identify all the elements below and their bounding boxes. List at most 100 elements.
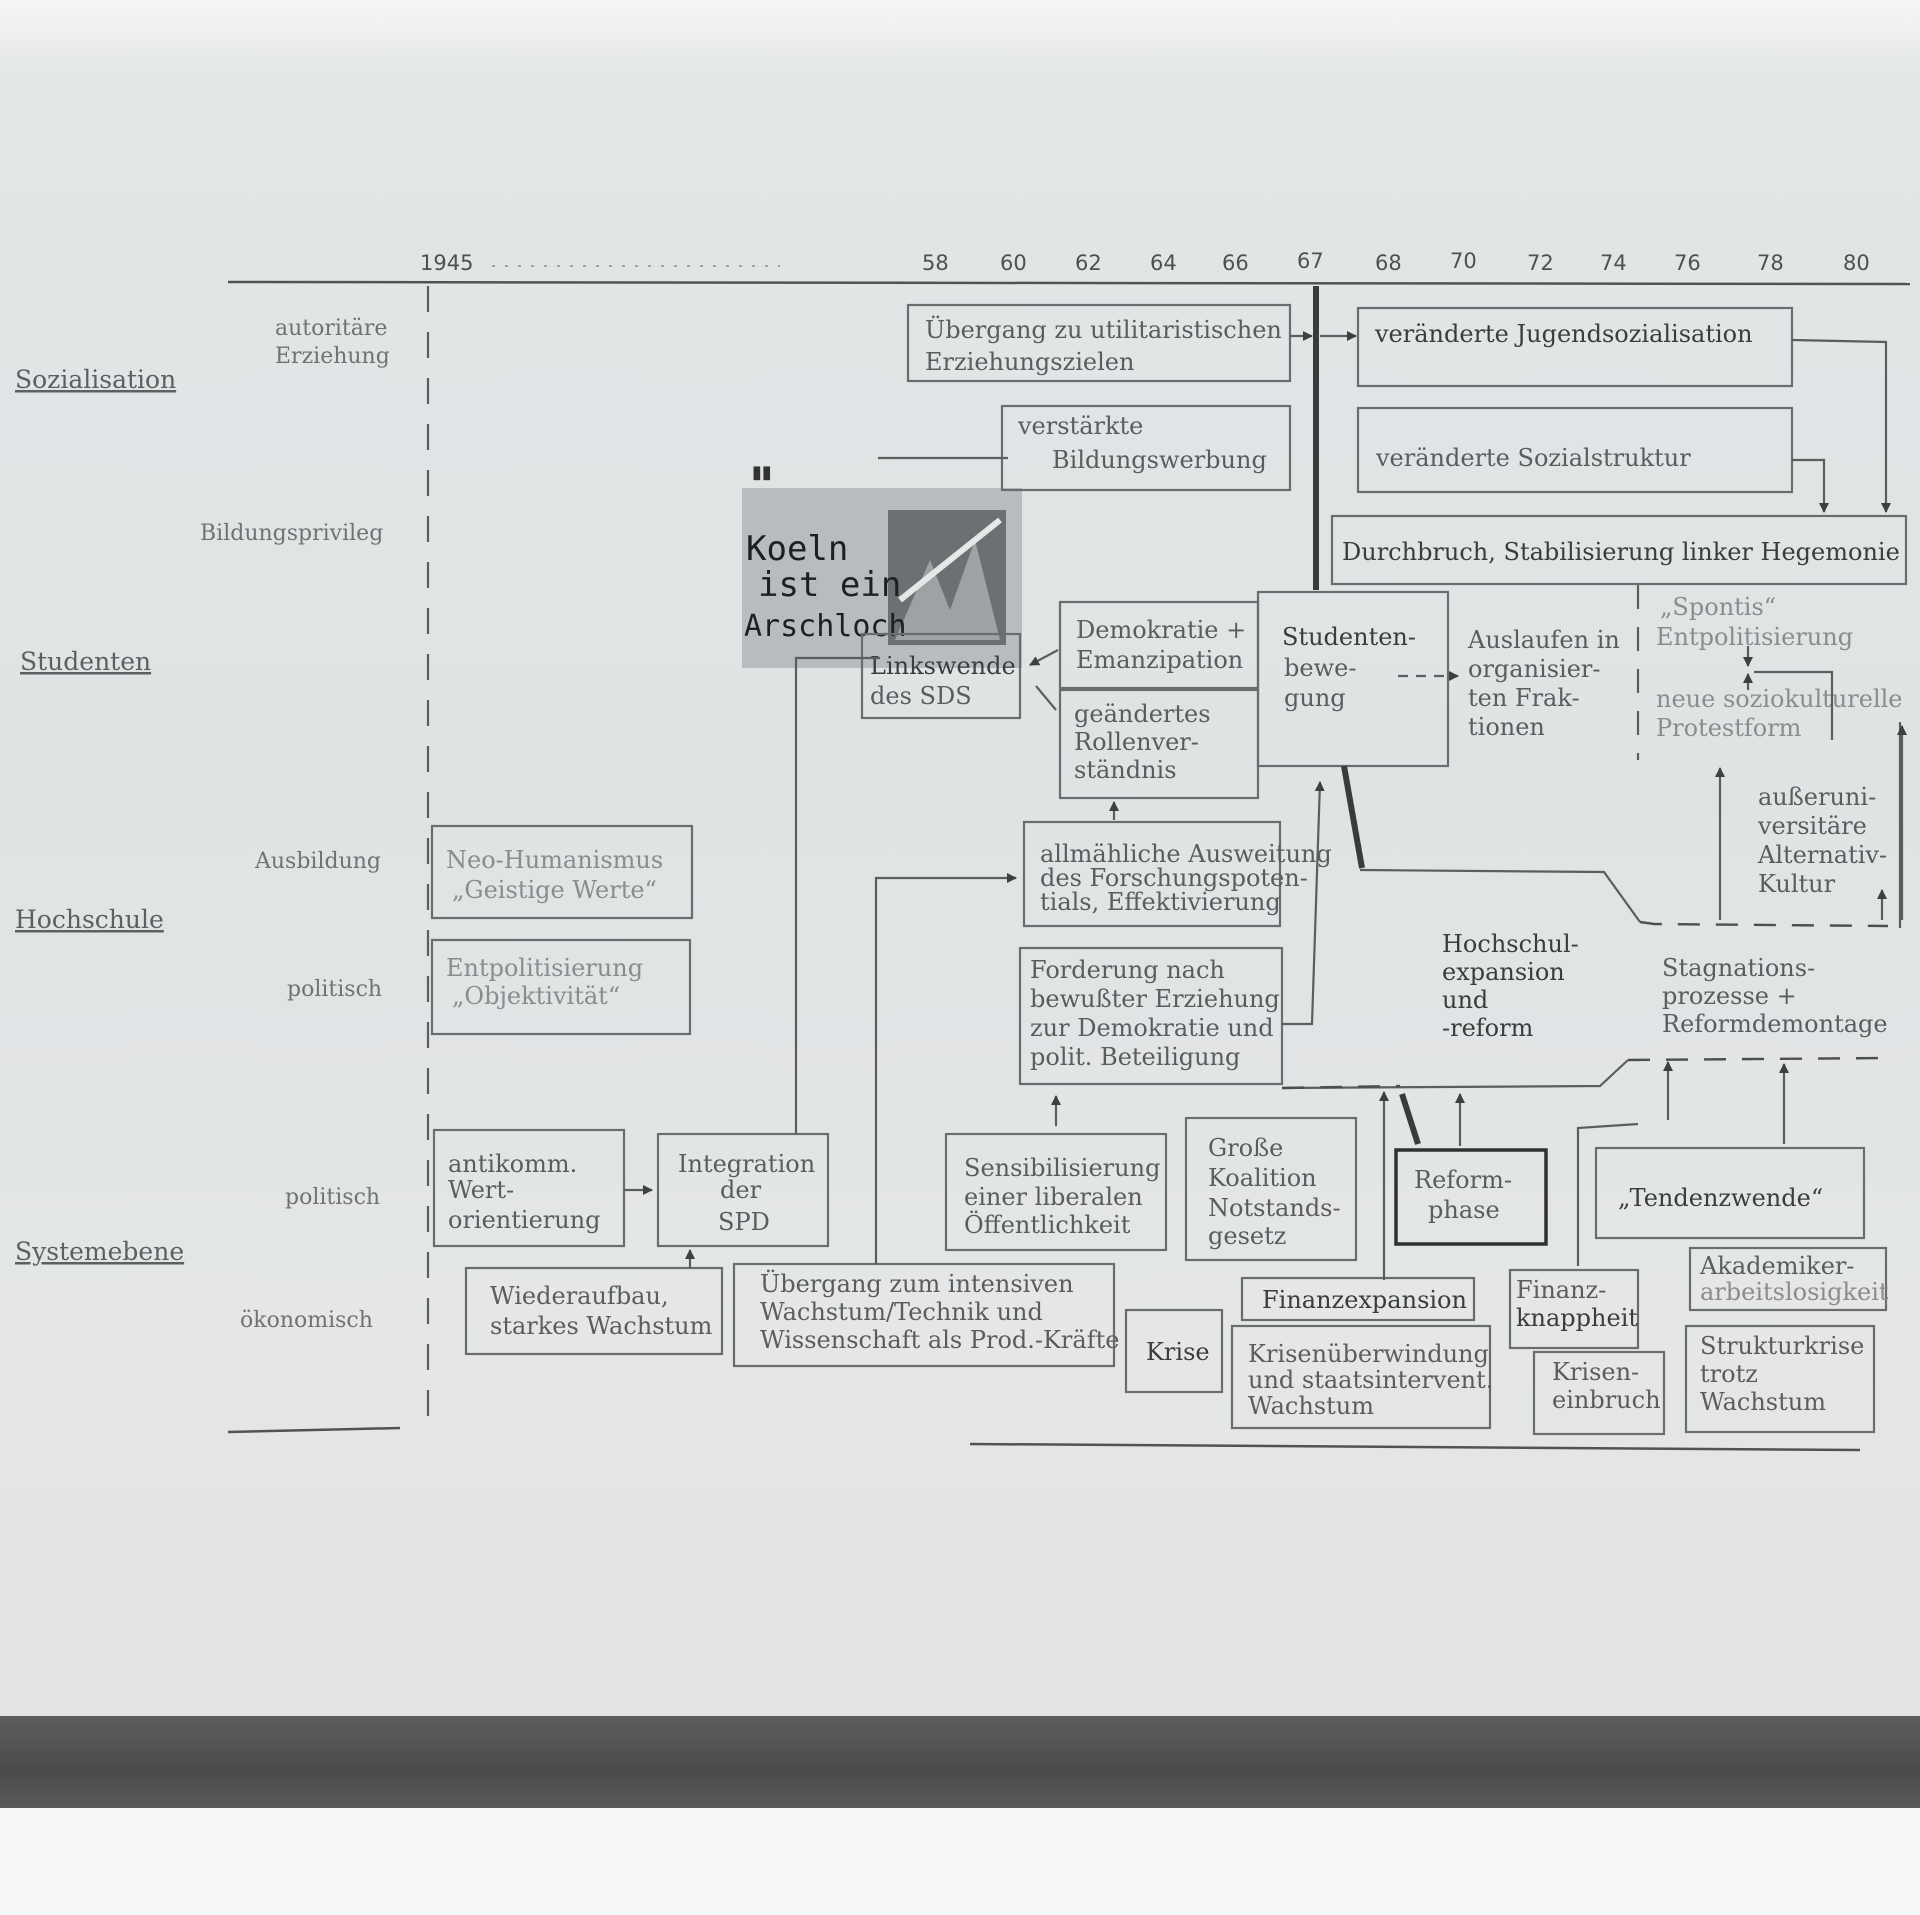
bottom-strip [0, 1808, 1920, 1915]
sublabel-politisch-system: politisch [285, 1185, 380, 1210]
svg-text:der: der [720, 1176, 762, 1204]
box-reformphase: Reform- phase [1394, 1148, 1548, 1246]
svg-text:tials, Effektivierung: tials, Effektivierung [1040, 888, 1281, 916]
poster: Koeln ist ein Arschloch ▮▮ [742, 462, 1022, 668]
box-akademikerarbeitslosigkeit: Akademiker- arbeitslosigkeit [1688, 1246, 1889, 1312]
box-uebergang-utilitaristisch: Übergang zu utilitaristischen Erziehungs… [906, 303, 1292, 383]
svg-text:Auslaufen in: Auslaufen in [1467, 626, 1620, 654]
box-finanzknappheit: Finanz- knappheit [1508, 1268, 1640, 1350]
svg-text:Wachstum/Technik und: Wachstum/Technik und [760, 1298, 1043, 1326]
svg-text:„Spontis“: „Spontis“ [1660, 593, 1776, 621]
box-demokratie-emanzipation: Demokratie + Emanzipation [1058, 600, 1260, 690]
year-80: 80 [1843, 251, 1870, 275]
svg-text:expansion: expansion [1442, 958, 1565, 986]
svg-text:Neo-Humanismus: Neo-Humanismus [446, 846, 663, 874]
box-kriseneinbruch: Krisen- einbruch [1532, 1350, 1666, 1436]
svg-text:Wert-: Wert- [448, 1176, 514, 1204]
svg-text:Notstands-: Notstands- [1208, 1194, 1341, 1222]
sub-labels: autoritäre Erziehung Bildungsprivileg Au… [200, 316, 390, 1333]
box-neo-humanismus: Neo-Humanismus „Geistige Werte“ [430, 824, 694, 920]
svg-text:veränderte Jugendsozialisation: veränderte Jugendsozialisation [1374, 320, 1753, 348]
shadow-band [0, 1716, 1920, 1808]
box-veraenderte-jugendsozialisation: veränderte Jugendsozialisation [1356, 306, 1794, 388]
year-58: 58 [922, 251, 949, 275]
svg-text:und staatsintervent.: und staatsintervent. [1248, 1366, 1493, 1394]
svg-text:veränderte Sozialstruktur: veränderte Sozialstruktur [1375, 444, 1691, 472]
svg-text:▮▮: ▮▮ [752, 462, 772, 483]
box-forderung: Forderung nach bewußter Erziehung zur De… [1018, 946, 1284, 1086]
connector-lines [624, 331, 1907, 1280]
svg-text:prozesse +: prozesse + [1662, 982, 1797, 1010]
year-74: 74 [1600, 251, 1627, 275]
svg-text:„Geistige Werte“: „Geistige Werte“ [452, 876, 657, 904]
box-strukturkrise: Strukturkrise trotz Wachstum [1684, 1324, 1876, 1434]
year-67: 67 [1297, 249, 1324, 273]
svg-text:Integration: Integration [678, 1150, 815, 1178]
box-studentenbewegung: Studenten- bewe- gung [1256, 590, 1450, 768]
svg-text:Bildungswerbung: Bildungswerbung [1052, 446, 1267, 474]
svg-text:Rollenver-: Rollenver- [1074, 728, 1199, 756]
svg-text:Hochschul-: Hochschul- [1442, 930, 1579, 958]
year-68: 68 [1375, 251, 1402, 275]
text-auslaufen: Auslaufen in organisier- ten Frak- tione… [1467, 626, 1620, 741]
svg-text:bewußter Erziehung: bewußter Erziehung [1030, 985, 1280, 1013]
svg-text:Krisenüberwindung: Krisenüberwindung [1248, 1340, 1489, 1368]
svg-text:Erziehungszielen: Erziehungszielen [925, 348, 1134, 376]
svg-text:knappheit: knappheit [1516, 1304, 1638, 1332]
box-uebergang-intensiv: Übergang zum intensiven Wachstum/Technik… [732, 1262, 1119, 1368]
sublabel-oekonomisch: ökonomisch [240, 1308, 373, 1333]
svg-text:und: und [1442, 986, 1488, 1014]
svg-text:Forderung nach: Forderung nach [1030, 956, 1225, 984]
svg-text:ständnis: ständnis [1074, 756, 1177, 784]
svg-text:polit. Beteiligung: polit. Beteiligung [1030, 1043, 1240, 1071]
year-78: 78 [1757, 251, 1784, 275]
svg-text:Alternativ-: Alternativ- [1757, 841, 1887, 869]
box-linkswende-sds: Linkswende des SDS [860, 632, 1022, 720]
svg-text:Wachstum: Wachstum [1700, 1388, 1826, 1416]
svg-text:Übergang zum intensiven: Übergang zum intensiven [760, 1269, 1074, 1298]
year-70: 70 [1450, 249, 1477, 273]
svg-text:Emanzipation: Emanzipation [1076, 646, 1243, 674]
svg-text:Entpolitisierung: Entpolitisierung [446, 954, 643, 982]
svg-text:ten Frak-: ten Frak- [1468, 684, 1580, 712]
svg-text:phase: phase [1428, 1196, 1500, 1224]
svg-text:-reform: -reform [1442, 1014, 1534, 1042]
svg-text:verstärkte: verstärkte [1017, 412, 1143, 440]
svg-text:Studenten-: Studenten- [1282, 623, 1416, 651]
category-sozialisation: Sozialisation [15, 365, 176, 394]
svg-text:Protestform: Protestform [1656, 714, 1802, 742]
svg-text:Öffentlichkeit: Öffentlichkeit [964, 1210, 1131, 1239]
sublabel-autoritaere: autoritäre [275, 316, 387, 341]
svg-text:Krisen-: Krisen- [1552, 1358, 1639, 1386]
svg-text:Reform-: Reform- [1414, 1166, 1512, 1194]
box-wiederaufbau: Wiederaufbau, starkes Wachstum [464, 1266, 724, 1356]
svg-text:Stagnations-: Stagnations- [1662, 954, 1815, 982]
svg-text:des SDS: des SDS [870, 682, 972, 710]
svg-text:Finanz-: Finanz- [1516, 1276, 1606, 1304]
sublabel-bildungsprivileg: Bildungsprivileg [200, 521, 383, 546]
svg-text:„Objektivität“: „Objektivität“ [452, 982, 620, 1010]
svg-text:Koalition: Koalition [1208, 1164, 1317, 1192]
svg-text:außeruni-: außeruni- [1758, 783, 1876, 811]
svg-text:des Forschungspoten-: des Forschungspoten- [1040, 864, 1308, 892]
year-76: 76 [1674, 251, 1701, 275]
year-64: 64 [1150, 251, 1177, 275]
box-tendenzwende: „Tendenzwende“ [1594, 1146, 1866, 1240]
svg-text:Krise: Krise [1146, 1338, 1210, 1366]
category-studenten: Studenten [20, 647, 151, 676]
svg-text:zur Demokratie und: zur Demokratie und [1030, 1014, 1274, 1042]
svg-text:Wachstum: Wachstum [1248, 1392, 1374, 1420]
svg-text:arbeitslosigkeit: arbeitslosigkeit [1700, 1278, 1889, 1306]
year-60: 60 [1000, 251, 1027, 275]
svg-text:Strukturkrise: Strukturkrise [1700, 1332, 1864, 1360]
box-krise: Krise [1124, 1308, 1224, 1394]
svg-text:organisier-: organisier- [1468, 655, 1601, 683]
year-66: 66 [1222, 251, 1249, 275]
svg-text:tionen: tionen [1468, 713, 1545, 741]
box-antikommunistisch: antikomm. Wert- orientierung [432, 1128, 626, 1248]
svg-text:Kultur: Kultur [1758, 870, 1836, 898]
svg-text:Durchbruch, Stabilisierung lin: Durchbruch, Stabilisierung linker Hegemo… [1342, 538, 1900, 566]
box-verstaerkte-bildungswerbung: verstärkte Bildungswerbung [1000, 404, 1292, 492]
svg-text:Demokratie +: Demokratie + [1076, 616, 1246, 644]
